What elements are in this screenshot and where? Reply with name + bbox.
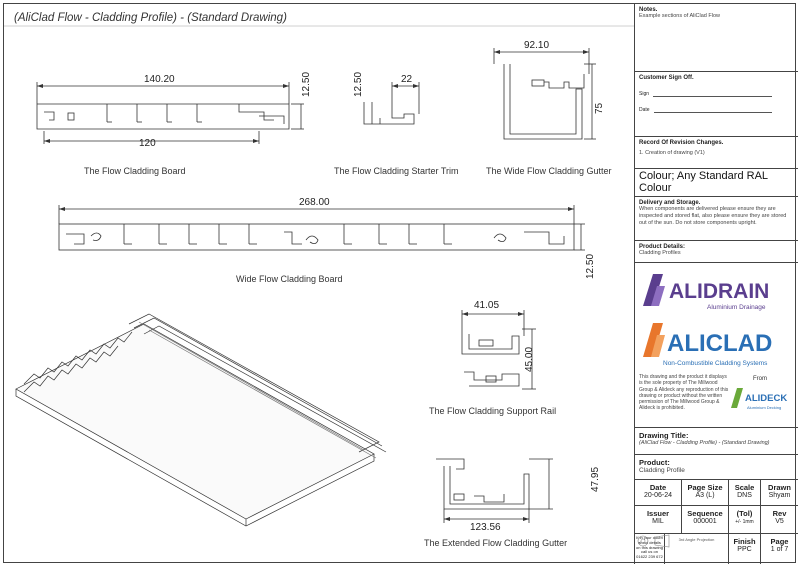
colour-text: Colour; Any Standard RAL Colour: [639, 170, 768, 194]
sign-field[interactable]: Sign: [639, 91, 794, 97]
board-width-dim: 140.20: [144, 74, 175, 85]
profile-drawings: [4, 25, 634, 527]
alideck-sub: Aluminium Decking: [747, 405, 781, 410]
product-details-text: Cladding Profiles: [639, 250, 681, 256]
product-heading: Product:: [639, 458, 670, 467]
pagesize-value: A3 (L): [695, 492, 715, 499]
alidrain-sub: Aluminium Drainage: [707, 304, 766, 311]
sequence-header: Sequence: [687, 509, 723, 518]
projection-text: 3rd Angle Projection: [678, 537, 715, 542]
title-block: Notes. Example sections of AliClad Flow …: [634, 4, 798, 564]
issuer-header: Issuer: [646, 509, 670, 518]
contact-text: If in your doubt about details on this d…: [635, 534, 665, 564]
rev-header: Rev: [772, 509, 787, 518]
extended-gutter-profile: [436, 458, 553, 523]
drawn-header: Drawn: [768, 483, 791, 492]
product-details-section: Product Details: Cladding Profiles: [635, 241, 798, 263]
notes-section: Notes. Example sections of AliClad Flow: [635, 4, 798, 72]
gutter-label: The Wide Flow Cladding Gutter: [486, 166, 612, 176]
wide-board-profile: [58, 205, 585, 251]
starter-trim-profile: [363, 82, 420, 125]
from-label: From: [753, 376, 767, 382]
product-text: Cladding Profile: [639, 467, 685, 474]
notes-heading: Notes.: [639, 7, 658, 13]
wide-board-height-dim: 12.50: [585, 253, 596, 279]
projection-icon: [637, 534, 670, 548]
starter-label: The Flow Cladding Starter Trim: [334, 166, 459, 176]
rail-height-dim: 45.00: [524, 346, 535, 372]
product-section: Product: Cladding Profile: [635, 455, 798, 480]
sign-label: Sign: [639, 91, 650, 97]
ext-gutter-height-dim: 47.95: [590, 466, 601, 492]
drawn-value: Shyam: [768, 492, 791, 499]
revision-heading: Record Of Revision Changes.: [639, 140, 724, 146]
rev-value: V5: [775, 518, 784, 525]
rail-width-dim: 41.05: [474, 300, 500, 311]
page-value: 1 of 7: [770, 546, 789, 553]
wide-board-label: Wide Flow Cladding Board: [236, 274, 343, 284]
finish-header: Finish: [733, 537, 756, 546]
signoff-section: Customer Sign Off. Sign Date: [635, 72, 798, 137]
projection-cell: 3rd Angle Projection: [637, 534, 729, 564]
ext-gutter-width-dim: 123.56: [470, 522, 501, 533]
drawing-title-heading: Drawing Title:: [639, 431, 689, 440]
gutter-width-dim: 92.10: [524, 40, 550, 51]
wide-gutter-profile: [493, 48, 596, 140]
tol-value: +/- 1mm: [735, 519, 754, 525]
drawing-sheet: (AliClad Flow - Cladding Profile) - (Sta…: [3, 3, 798, 564]
colour-section: Colour; Any Standard RAL Colour: [635, 169, 798, 197]
date-label: Date: [639, 107, 650, 113]
signoff-heading: Customer Sign Off.: [639, 75, 694, 81]
revision-item: 1. Creation of drawing (V1): [639, 150, 705, 156]
scale-value: DNS: [737, 492, 752, 499]
wide-board-width-dim: 268.00: [299, 197, 330, 208]
revision-section: Record Of Revision Changes. 1. Creation …: [635, 137, 798, 169]
alideck-name: ALIDECK: [745, 393, 787, 404]
disclaimer-text: This drawing and the product it displays…: [639, 374, 729, 412]
delivery-heading: Delivery and Storage.: [639, 200, 701, 206]
gutter-height-dim: 75: [594, 102, 605, 114]
date-header: Date: [649, 483, 667, 492]
page-header: Page: [770, 537, 789, 546]
drawing-header-title: (AliClad Flow - Cladding Profile) - (Sta…: [14, 12, 287, 24]
alideck-logo: ALIDECK Aluminium Decking: [731, 386, 797, 414]
aliclad-logo: ALICLAD Non-Combustible Cladding Systems: [635, 317, 798, 372]
date-field[interactable]: Date: [639, 107, 794, 113]
starter-width-dim: 22: [401, 74, 413, 85]
sequence-value: 000001: [693, 518, 717, 525]
issuer-value: MIL: [652, 518, 664, 525]
drawing-title-text: (AliClad Flow - Cladding Profile) - (Sta…: [639, 440, 770, 446]
alidrain-name: ALIDRAIN: [669, 280, 769, 303]
starter-height-dim: 12.50: [353, 71, 364, 97]
aliclad-sub: Non-Combustible Cladding Systems: [663, 360, 768, 367]
board-label: The Flow Cladding Board: [84, 166, 186, 176]
drawing-title-section: Drawing Title: (AliClad Flow - Cladding …: [635, 427, 798, 455]
scale-header: Scale: [734, 483, 755, 492]
info-row-3: If in your doubt about details on this d…: [635, 534, 798, 564]
delivery-text: When components are delivered please ens…: [639, 206, 787, 227]
aliclad-name: ALICLAD: [667, 330, 772, 357]
drawing-area: (AliClad Flow - Cladding Profile) - (Sta…: [4, 4, 634, 564]
tol-header: (Tol): [736, 509, 753, 518]
board-profile: [36, 82, 304, 144]
alidrain-logo: ALIDRAIN Aluminium Drainage: [635, 266, 798, 316]
rail-label: The Flow Cladding Support Rail: [429, 406, 557, 416]
delivery-section: Delivery and Storage. When components ar…: [635, 197, 798, 241]
product-details-heading: Product Details:: [639, 244, 686, 250]
pagesize-header: Page Size: [687, 483, 723, 492]
board-height-dim: 12.50: [301, 71, 312, 97]
finish-value: PPC: [737, 546, 752, 553]
ext-gutter-label: The Extended Flow Cladding Gutter: [424, 538, 568, 548]
date-value: 20-06-24: [643, 492, 673, 499]
notes-text: Example sections of AliClad Flow: [639, 13, 721, 19]
board-bottom-dim: 120: [139, 138, 156, 149]
isometric-board: [15, 313, 387, 527]
